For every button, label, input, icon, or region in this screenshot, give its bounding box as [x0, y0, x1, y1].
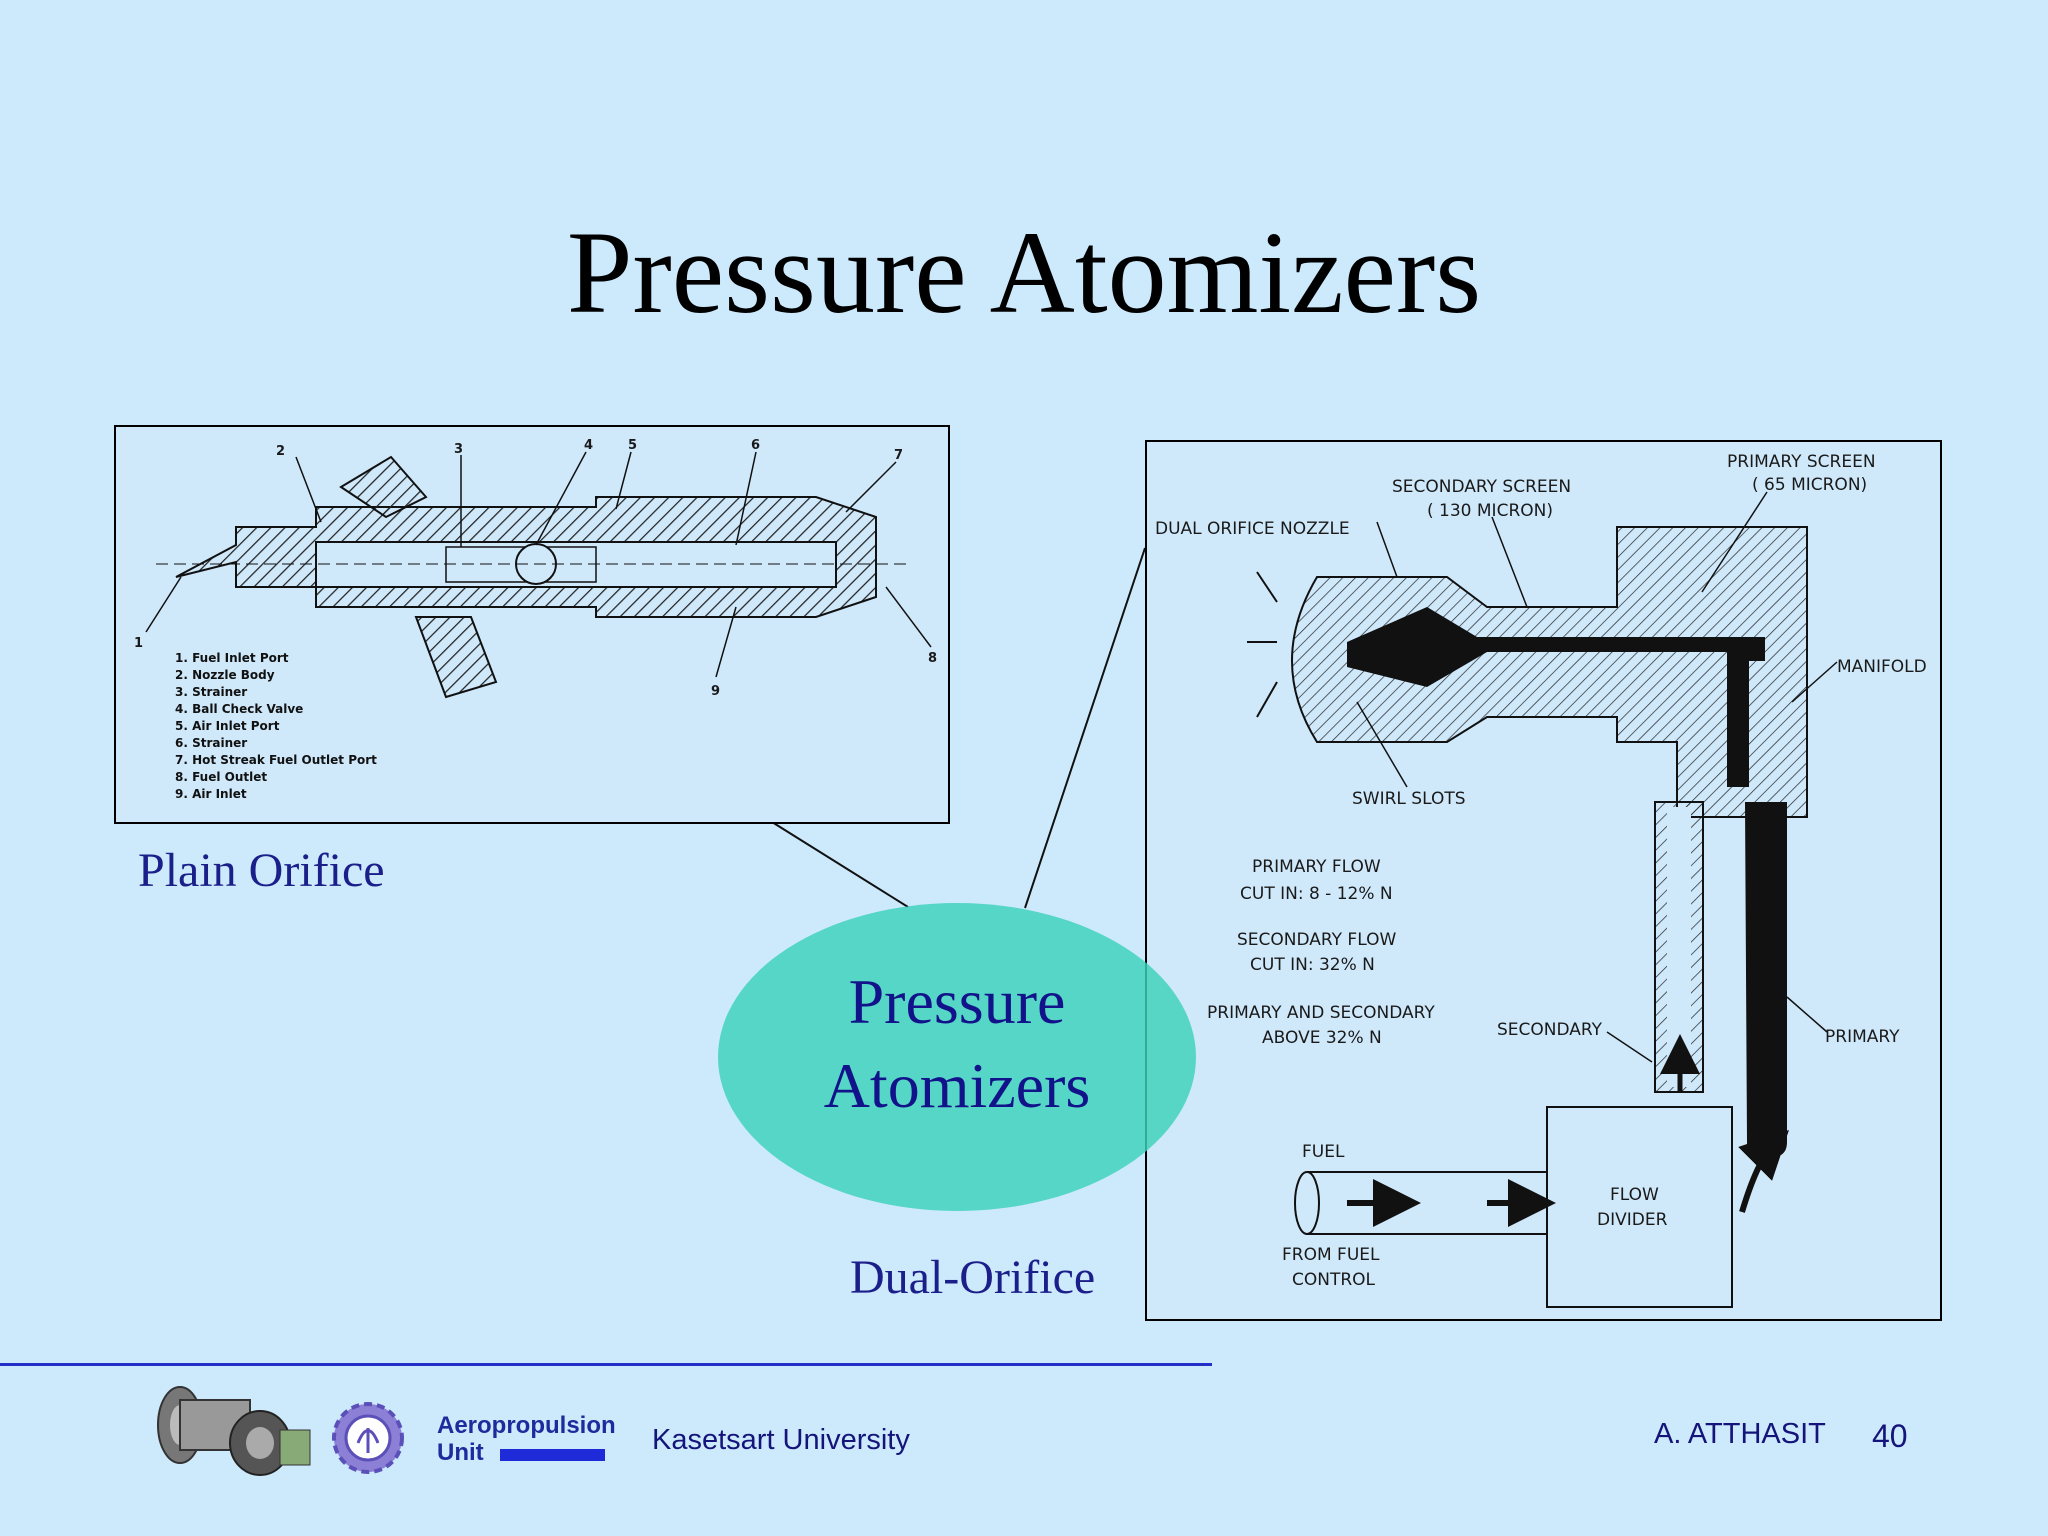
plain-orifice-legend: 1. Fuel Inlet Port 2. Nozzle Body 3. Str…	[175, 650, 377, 803]
label-secondary-screen: SECONDARY SCREEN	[1392, 477, 1571, 497]
label-secondary-cut-in: CUT IN: 32% N	[1250, 955, 1375, 975]
legend-item: 1. Fuel Inlet Port	[175, 651, 289, 665]
legend-item: 6. Strainer	[175, 736, 248, 750]
center-ellipse	[718, 903, 1196, 1211]
label-from-fuel: FROM FUEL	[1282, 1245, 1380, 1265]
label-primary-screen-size: ( 65 MICRON)	[1752, 475, 1867, 495]
slide-title: Pressure Atomizers	[566, 207, 1482, 338]
label-flow: FLOW	[1610, 1185, 1659, 1205]
label-divider: DIVIDER	[1597, 1210, 1668, 1230]
footer-divider	[0, 1363, 1212, 1366]
part-number-7: 7	[894, 448, 903, 463]
university-name: Kasetsart University	[652, 1424, 910, 1456]
legend-item: 9. Air Inlet	[175, 787, 247, 801]
label-manifold: MANIFOLD	[1837, 657, 1927, 677]
legend-item: 7. Hot Streak Fuel Outlet Port	[175, 753, 377, 767]
label-swirl-slots: SWIRL SLOTS	[1352, 789, 1466, 809]
legend-item: 4. Ball Check Valve	[175, 702, 304, 716]
label-above: ABOVE 32% N	[1262, 1028, 1382, 1048]
caption-dual-orifice: Dual-Orifice	[850, 1251, 1096, 1304]
legend-item: 2. Nozzle Body	[175, 668, 275, 682]
label-dual-orifice-nozzle: DUAL ORIFICE NOZZLE	[1155, 519, 1350, 539]
gear-emblem-logo-icon	[332, 1402, 404, 1474]
legend-item: 5. Air Inlet Port	[175, 719, 280, 733]
unit-name-line1: Aeropropulsion	[437, 1412, 616, 1439]
label-primary-screen: PRIMARY SCREEN	[1727, 452, 1876, 472]
center-label: Pressure Atomizers	[718, 960, 1196, 1128]
page-number: 40	[1872, 1418, 1908, 1454]
part-number-5: 5	[628, 438, 637, 453]
part-number-4: 4	[584, 438, 593, 453]
part-number-8: 8	[928, 651, 937, 666]
part-number-1: 1	[134, 636, 143, 651]
part-number-9: 9	[711, 684, 720, 699]
label-secondary-screen-size: ( 130 MICRON)	[1427, 501, 1553, 521]
label-primary-and-secondary: PRIMARY AND SECONDARY	[1207, 1003, 1435, 1023]
legend-item: 3. Strainer	[175, 685, 248, 699]
plain-orifice-diagram: 2 3 4 5 6 7 8 9 1	[114, 425, 950, 824]
center-label-text: Pressure Atomizers	[823, 966, 1091, 1121]
plain-orifice-drawing: 2 3 4 5 6 7 8 9 1	[134, 438, 937, 699]
label-primary-cut-in: CUT IN: 8 - 12% N	[1240, 884, 1393, 904]
label-control: CONTROL	[1292, 1270, 1376, 1290]
label-secondary-flow: SECONDARY FLOW	[1237, 930, 1396, 950]
turbine-engine-logo-icon	[157, 1386, 311, 1476]
part-number-2: 2	[276, 444, 285, 459]
legend-item: 8. Fuel Outlet	[175, 770, 268, 784]
unit-underline-bar	[500, 1449, 605, 1461]
label-secondary: SECONDARY	[1497, 1020, 1603, 1040]
author-name: A. ATTHASIT	[1654, 1418, 1826, 1450]
caption-plain-orifice: Plain Orifice	[138, 844, 385, 897]
dual-orifice-drawing: PRIMARY SCREEN ( 65 MICRON) SECONDARY SC…	[1155, 452, 1927, 1308]
part-number-3: 3	[454, 442, 463, 457]
label-primary: PRIMARY	[1825, 1027, 1900, 1047]
label-primary-flow: PRIMARY FLOW	[1252, 857, 1381, 877]
unit-name-line2: Unit	[437, 1439, 484, 1466]
label-fuel: FUEL	[1302, 1142, 1345, 1162]
dual-orifice-diagram: PRIMARY SCREEN ( 65 MICRON) SECONDARY SC…	[1145, 440, 1942, 1321]
part-number-6: 6	[751, 438, 760, 453]
